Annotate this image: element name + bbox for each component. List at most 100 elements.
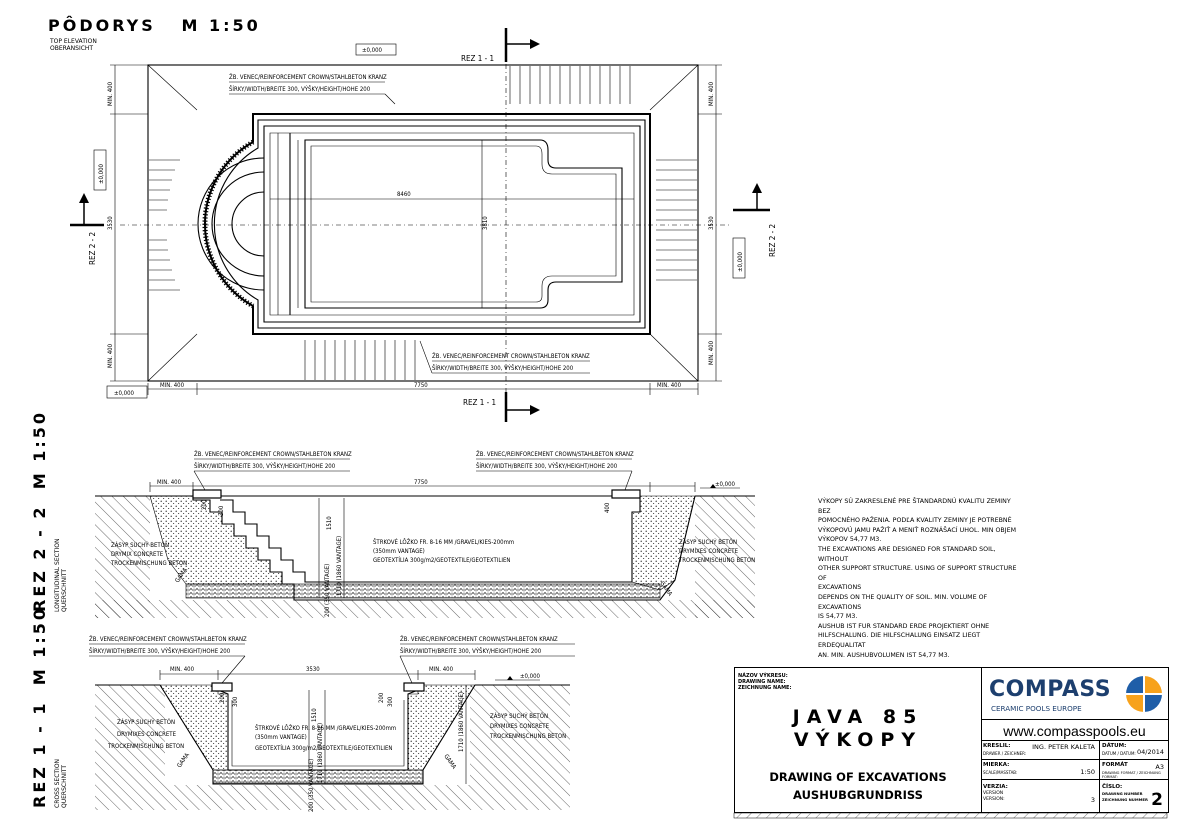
- s22-subtitle: LONGITUDINAL SECTION QUERSCHNITT: [54, 539, 68, 612]
- dim-left-bottom-min400: MIN. 400: [107, 343, 114, 368]
- s22-fill-right-3: TROCKENMISCHUNG BETON: [678, 557, 755, 564]
- s11-gama-left: GAMA: [176, 752, 191, 770]
- dim-right-bottom-min400: MIN. 400: [708, 340, 715, 365]
- tb-name-label-2: DRAWING NAME:: [738, 679, 786, 685]
- s11-scale: M 1:50: [30, 605, 49, 686]
- s11-fill-left-1: ZÁSYP SUCHÝ BETÓN: [117, 719, 175, 726]
- version-label: VERZIA:: [983, 784, 1008, 790]
- brand-subtitle: CERAMIC POOLS EUROPE: [991, 704, 1082, 713]
- s11-dim-300-right: 300: [387, 696, 394, 707]
- dim-right-top-min400: MIN. 400: [708, 81, 715, 106]
- s22-level: ±0,000: [715, 481, 736, 488]
- note-line: VÝKOPOV 54,77 M3.: [818, 536, 882, 544]
- s22-dim-min400: MIN. 400: [157, 479, 182, 486]
- dim-3810: 3810: [482, 216, 489, 230]
- section-marker-11-top: REZ 1 - 1: [461, 28, 540, 63]
- s11-gravel-1: ŠTRKOVÉ LÔŽKO FR. 8-16 MM /GRAVEL/KIES-2…: [255, 724, 396, 732]
- s22-dim-1510: 1510: [326, 516, 333, 530]
- s22-crown-left-2: ŠÍRKY/WIDTH/BREITE 300, VÝŠKY/HEIGHT/HOH…: [194, 463, 336, 470]
- plan-subtitle: TOP ELEVATION OBERANSICHT: [50, 38, 97, 52]
- note-line: POMOCNÉHO PAŽENIA. PODĽA KVALITY ZEMINY …: [818, 517, 1012, 525]
- company-website[interactable]: www.compasspools.eu: [1003, 723, 1146, 739]
- section-label-22-right: REZ 2 - 2: [768, 224, 777, 257]
- s11-level: ±0,000: [520, 673, 541, 680]
- scale-label-2: SCALE/MASSTAB:: [983, 770, 1018, 775]
- s22-subtitle-2: QUERSCHNITT: [61, 568, 68, 612]
- format-label: FORMÁT: [1102, 762, 1128, 768]
- s11-dim-3530: 3530: [306, 666, 320, 673]
- s22-fill-right-2: DRYMIXES CONCRETE: [679, 548, 739, 555]
- section-marker-22-left: REZ 2 - 2: [70, 193, 104, 265]
- s22-title: REZ 2 - 2: [30, 504, 49, 612]
- s11-dim-1510: 1510: [311, 708, 318, 722]
- s11-dim-min400-right: MIN. 400: [429, 666, 454, 673]
- date-cell: DÁTUM: DATUM / DATUM: 04/2014: [1100, 741, 1168, 760]
- version-label-2: VERSION: [983, 790, 1004, 796]
- tb-drawing-name-2: VÝKOPY: [793, 729, 923, 751]
- s22-dim-400: 400: [604, 502, 611, 513]
- plan-view: 8460 3810 MIN. 400 3530 MIN. 400 MIN. 40…: [70, 28, 777, 422]
- scale-cell: MIERKA: SCALE/MASSTAB: 1:50: [981, 760, 1100, 780]
- excavation-notes: VÝKOPY SÚ ZAKRESLENÉ PRE ŠTANDARDNÚ KVAL…: [818, 497, 1018, 660]
- dim-bottom-7750: 7750: [414, 382, 428, 389]
- drawing-number-cell: ČÍSLO: DRAWING NUMBER ZEICHNUNG NUMMER 2: [1100, 780, 1168, 812]
- s22-dim-200: 200: [201, 499, 208, 510]
- drawing-number-value: 2: [1151, 790, 1163, 810]
- plan-crown-label-top-2: ŠÍRKY/WIDTH/BREITE 300, VÝŠKY/HEIGHT/HOH…: [229, 86, 371, 93]
- s11-geotextile: GEOTEXTÍLIA 300g/m2/GEOTEXTILE/GEOTEXTIL…: [255, 745, 392, 752]
- plan-level-top: ±0,000: [362, 47, 383, 54]
- plan-scale: M 1:50: [181, 16, 261, 35]
- s11-subtitle-2: QUERSCHNITT: [61, 764, 68, 808]
- tb-drawing-name-3: DRAWING OF EXCAVATIONS: [769, 770, 947, 784]
- tb-name-label-3: ZEICHNUNG NAME:: [738, 685, 792, 691]
- s22-gravel-2: (350mm VANTAGE): [373, 548, 425, 555]
- scale-label: MIERKA:: [983, 762, 1010, 768]
- s22-fill-left-3: TROCKENMISCHUNG BETON: [110, 560, 187, 567]
- plan-slope-hatching-top: [509, 66, 631, 104]
- s22-dim-1710: 1710 (1860 VANTAGE): [336, 536, 343, 596]
- s22-crown-left-1: ŽB. VENEC/REINFORCEMENT CROWN/STAHLBETON…: [194, 450, 352, 458]
- s11-fill-right-2: DRYMIXES CONCRETE: [490, 723, 550, 730]
- drawer-cell: KRESLIL: DRAWER / ZEICHNER: ING. PETER K…: [981, 741, 1100, 760]
- section-marker-11-bottom: REZ 1 - 1: [463, 392, 540, 422]
- s11-title: REZ 1 - 1: [30, 700, 49, 808]
- note-line: OTHER SUPPORT STRUCTURE. USING OF SUPPOR…: [818, 565, 1017, 582]
- date-label-2: DATUM / DATUM:: [1102, 751, 1136, 756]
- s11-dim-200-right: 200: [378, 692, 385, 703]
- version-cell: VERZIA: VERSION VERSION: 3: [981, 780, 1100, 812]
- note-line: THE EXCAVATIONS ARE DESIGNED FOR STANDAR…: [818, 545, 996, 563]
- brand-name: COMPASS: [989, 677, 1112, 702]
- title-block-drawing-name: NÁZOV VÝKRESU: DRAWING NAME: ZEICHNUNG N…: [735, 668, 982, 812]
- s11-dim-200: 200: [219, 692, 226, 703]
- plan-level-bottom: ±0,000: [114, 390, 135, 397]
- version-value: 3: [1090, 796, 1095, 804]
- website-cell: www.compasspools.eu: [981, 720, 1168, 741]
- note-line: IS 54,77 M3.: [818, 613, 858, 621]
- s11-crown-right-2: ŠÍRKY/WIDTH/BREITE 300, VÝŠKY/HEIGHT/HOH…: [400, 648, 542, 655]
- tb-name-label-1: NÁZOV VÝKRESU:: [738, 673, 788, 679]
- dim-bottom-right-min400: MIN. 400: [657, 382, 682, 389]
- tb-drawing-name-1: JAVA 85: [792, 706, 924, 728]
- s11-gama-right: GAMA: [442, 753, 457, 771]
- s11-dim-1710: 1710 (1860 VANTAGE): [317, 723, 324, 783]
- plan-subtitle-1: TOP ELEVATION: [50, 38, 97, 45]
- s11-dim-min400-left: MIN. 400: [170, 666, 195, 673]
- title-block-info: COMPASS CERAMIC POOLS EUROPE www.compass…: [981, 668, 1168, 812]
- date-value: 04/2014: [1136, 748, 1164, 756]
- plan-level-right: ±0,000: [737, 251, 744, 272]
- s22-subtitle-1: LONGITUDINAL SECTION: [54, 538, 61, 612]
- section-label-11-top: REZ 1 - 1: [461, 54, 494, 63]
- s22-heading: REZ 2 - 2 M 1:50: [30, 410, 49, 612]
- plan-slope-hatching-bottom: [304, 340, 416, 380]
- s11-dim-300: 300: [232, 696, 239, 707]
- format-cell: FORMÁT DRAWING FORMAT / ZEICHNUNG FORMAT…: [1100, 760, 1168, 780]
- dim-8460: 8460: [397, 191, 411, 198]
- company-logo: COMPASS CERAMIC POOLS EUROPE: [981, 668, 1168, 720]
- s11-fill-left-3: TROCKENMISCHUNG BETON: [107, 743, 184, 750]
- plan-level-left: ±0,000: [98, 163, 105, 184]
- note-line: EXCAVATIONS: [818, 584, 862, 592]
- s11-crown-left-2: ŠÍRKY/WIDTH/BREITE 300, VÝŠKY/HEIGHT/HOH…: [89, 648, 231, 655]
- s11-dim-200-vantage: 200 (350 VANTAGE): [308, 759, 315, 812]
- drawer-value: ING. PETER KALETA: [1032, 743, 1095, 751]
